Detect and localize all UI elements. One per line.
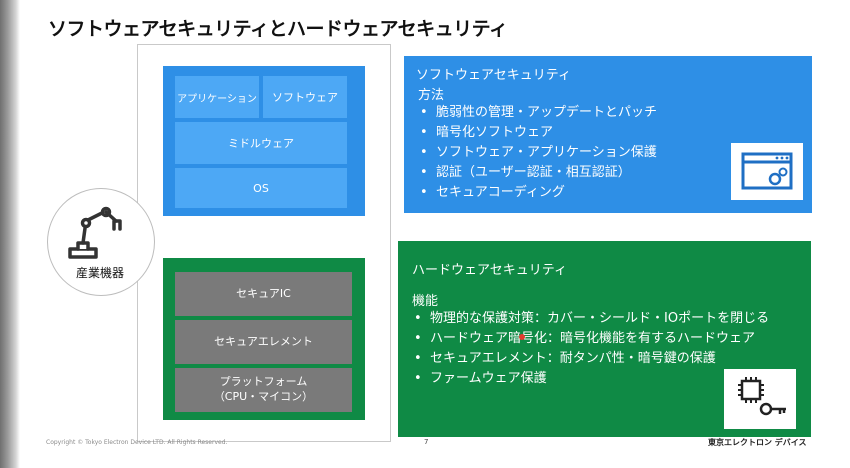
- hardware-item: セキュアエレメント：耐タンパ性・暗号鍵の保護: [410, 349, 769, 369]
- laser-pointer-dot: [519, 334, 525, 340]
- slide-title: ソフトウェアセキュリティとハードウェアセキュリティ: [48, 18, 508, 40]
- software-stack: アプリケーション ソフトウェア ミドルウェア OS: [163, 66, 365, 216]
- software-panel-subheading: 方法: [418, 88, 445, 103]
- device-circle: [47, 188, 155, 296]
- hardware-panel-subheading: 機能: [412, 294, 439, 309]
- hardware-item: ファームウェア保護: [410, 369, 769, 389]
- stack-platform-line2: （CPU・マイコン）: [213, 390, 314, 403]
- stack-app: アプリケーション: [175, 76, 259, 118]
- software-item: 認証（ユーザー認証・相互認証）: [416, 163, 657, 183]
- stack-secure-element: セキュアエレメント: [175, 320, 352, 364]
- stack-os: OS: [175, 168, 347, 208]
- hardware-security-panel: ハードウェアセキュリティ 機能 物理的な保護対策：カバー・シールド・IOポートを…: [398, 241, 811, 437]
- software-item: セキュアコーディング: [416, 183, 657, 203]
- software-security-panel: ソフトウェアセキュリティ 方法 脆弱性の管理・アップデートとパッチ 暗号化ソフト…: [404, 56, 812, 213]
- chip-key-icon: [724, 369, 796, 429]
- stack-software: ソフトウェア: [263, 76, 347, 118]
- footer-page-number: 7: [424, 438, 429, 446]
- software-item: 暗号化ソフトウェア: [416, 123, 657, 143]
- hardware-item: 物理的な保護対策：カバー・シールド・IOポートを閉じる: [410, 309, 769, 329]
- hardware-panel-heading: ハードウェアセキュリティ: [412, 263, 567, 278]
- software-item: 脆弱性の管理・アップデートとパッチ: [416, 103, 657, 123]
- footer-copyright: Copyright © Tokyo Electron Device LTD. A…: [46, 439, 228, 446]
- stack-platform-line1: プラットフォーム: [219, 375, 308, 389]
- hardware-stack: セキュアIC セキュアエレメント プラットフォーム （CPU・マイコン）: [163, 258, 365, 420]
- software-item: ソフトウェア・アプリケーション保護: [416, 143, 657, 163]
- hardware-item-list: 物理的な保護対策：カバー・シールド・IOポートを閉じる ハードウェア暗号化：暗号…: [410, 309, 769, 389]
- footer-company-logo: 東京エレクトロン デバイス: [708, 438, 807, 447]
- app-settings-window-icon: [731, 143, 803, 200]
- device-label: 産業機器: [75, 266, 124, 280]
- robot-arm-icon: [68, 206, 122, 259]
- software-panel-heading: ソフトウェアセキュリティ: [416, 68, 571, 83]
- stack-secure-ic: セキュアIC: [175, 272, 352, 316]
- stack-platform: プラットフォーム （CPU・マイコン）: [175, 368, 352, 412]
- software-item-list: 脆弱性の管理・アップデートとパッチ 暗号化ソフトウェア ソフトウェア・アプリケー…: [416, 103, 657, 203]
- stack-middleware: ミドルウェア: [175, 122, 347, 164]
- hardware-item: ハードウェア暗号化：暗号化機能を有するハードウェア: [410, 329, 769, 349]
- slide-edge-shadow: [0, 0, 20, 468]
